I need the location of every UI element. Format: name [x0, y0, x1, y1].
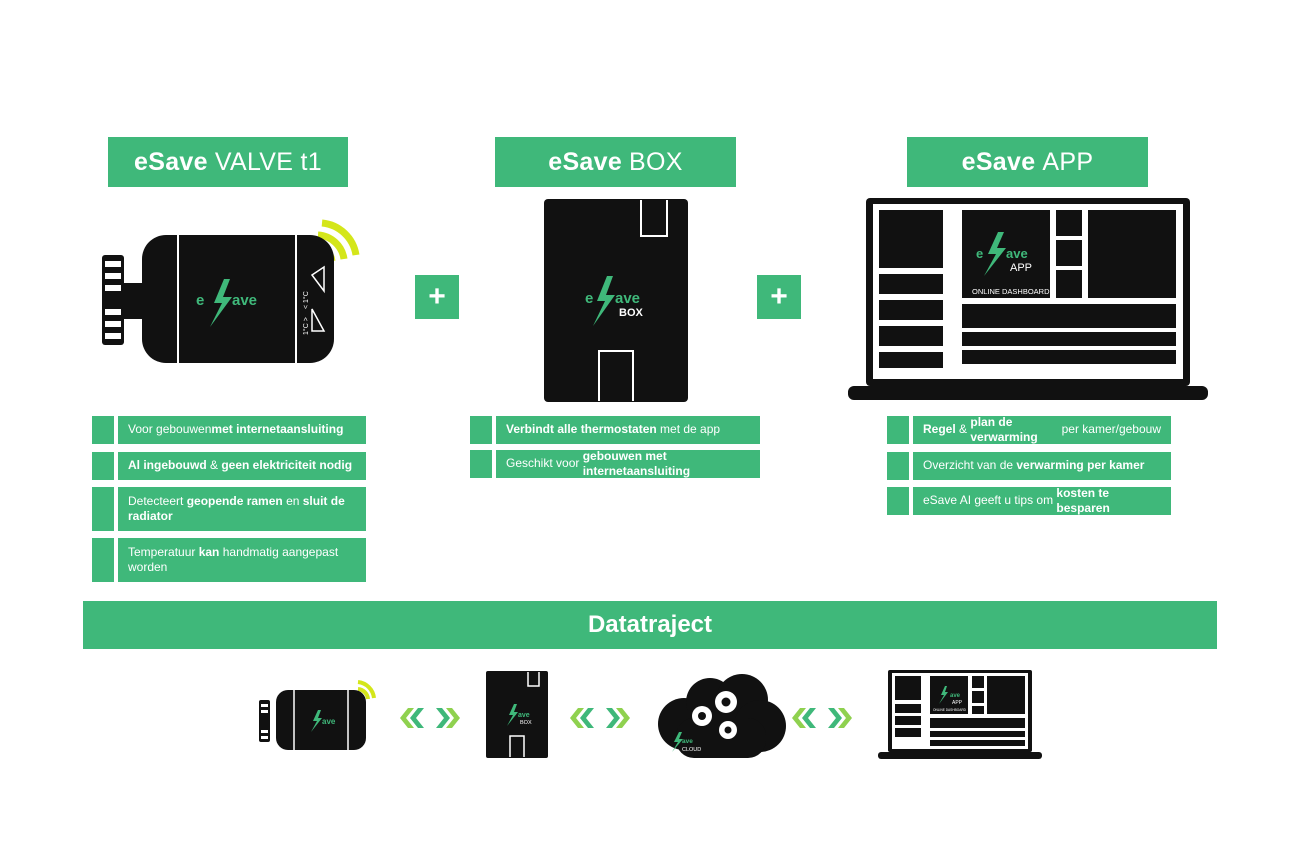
double-arrow-icon-3	[792, 708, 852, 728]
mini-valve-icon: ave	[259, 680, 376, 750]
svg-text:APP: APP	[952, 700, 963, 706]
title-box-name: BOX	[629, 147, 683, 176]
svg-text:BOX: BOX	[520, 720, 532, 726]
lightning-icon	[210, 279, 232, 327]
title-box-brand: eSave	[548, 147, 623, 176]
valve-feature-3: Detecteert geopende ramen en sluit de ra…	[92, 487, 366, 531]
title-valve-brand: eSave	[134, 147, 208, 176]
title-app-brand: eSave	[961, 147, 1036, 176]
box-feature-1: Verbindt alle thermostaten met de app	[470, 416, 760, 444]
mini-box-icon: ave BOX	[486, 671, 548, 758]
app-laptop: e ave APP ONLINE DASHBOARD	[848, 198, 1208, 400]
data-flow: ave ave BOX ave CLOUD	[259, 670, 1042, 759]
gear-icon	[692, 691, 737, 739]
svg-text:e: e	[976, 246, 983, 261]
svg-text:ave: ave	[518, 712, 530, 719]
valve-scale-bottom: 1°C >	[302, 317, 310, 335]
valve-scale-top: < 1°C	[302, 291, 310, 309]
cloud-icon: ave CLOUD	[658, 674, 786, 758]
title-box: eSave BOX	[495, 137, 736, 187]
svg-text:ave: ave	[322, 717, 336, 726]
valve-device: e ave < 1°C 1°C >	[102, 219, 360, 363]
valve-feature-2: Al ingebouwd & geen elektriciteit nodig	[92, 452, 366, 480]
box-logo-text: ave	[615, 290, 640, 307]
svg-text:ave: ave	[950, 693, 961, 699]
plus-icon-2: +	[757, 275, 801, 319]
app-logo-sub: APP	[1010, 262, 1032, 274]
svg-text:e: e	[585, 290, 593, 307]
svg-text:ONLINE DASHBOARD: ONLINE DASHBOARD	[933, 708, 967, 712]
title-app-name: APP	[1042, 147, 1094, 176]
title-app: eSave APP	[907, 137, 1148, 187]
valve-feature-4: Temperatuur kan handmatig aangepast word…	[92, 538, 366, 582]
svg-text:ave: ave	[682, 738, 693, 745]
double-arrow-icon-1	[400, 708, 460, 728]
valve-feature-1: Voor gebouwen met internetaansluiting	[92, 416, 366, 444]
box-device: e ave BOX	[544, 199, 688, 402]
app-feature-1: Regel & plan de verwarming per kamer/geb…	[887, 415, 1171, 444]
app-caption: ONLINE DASHBOARD	[972, 287, 1050, 296]
app-feature-2: Overzicht van de verwarming per kamer	[887, 452, 1171, 480]
datatraject-banner: Datatraject	[83, 601, 1217, 649]
title-valve: eSave VALVE t1	[108, 137, 348, 187]
svg-text:e: e	[196, 292, 204, 309]
app-logo-text: ave	[1006, 246, 1028, 261]
mini-laptop-icon: ave APP ONLINE DASHBOARD	[878, 670, 1042, 759]
svg-text:CLOUD: CLOUD	[682, 747, 701, 753]
lightning-icon	[593, 276, 615, 326]
box-feature-2: Geschikt voor gebouwen met internetaansl…	[470, 449, 760, 478]
title-valve-name: VALVE t1	[214, 147, 322, 176]
lightning-icon	[984, 232, 1006, 276]
double-arrow-icon-2	[570, 708, 630, 728]
valve-logo-text: ave	[232, 292, 257, 309]
box-logo-sub: BOX	[619, 307, 644, 319]
plus-icon-1: +	[415, 275, 459, 319]
app-feature-3: eSave AI geeft u tips om kosten te bespa…	[887, 486, 1171, 515]
